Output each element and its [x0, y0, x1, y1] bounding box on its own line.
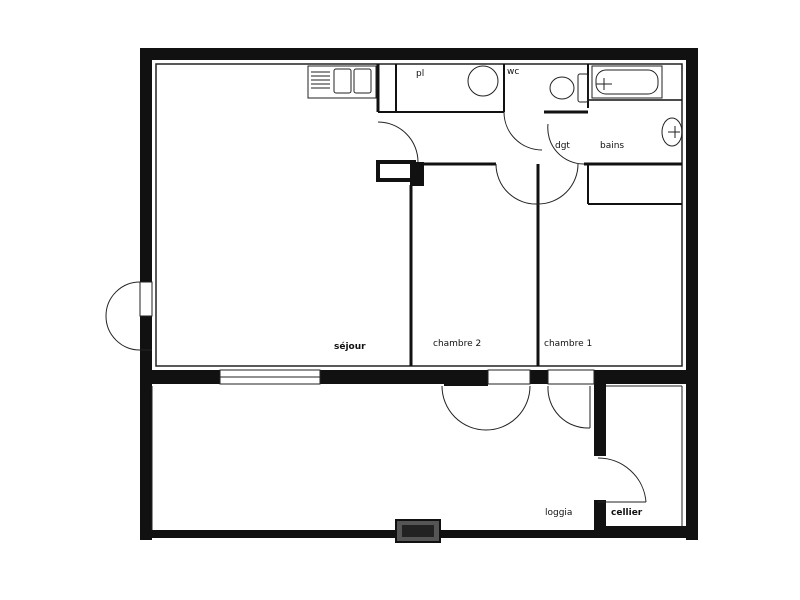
kitchen-sink: [307, 65, 377, 99]
room-label-pl: pl: [416, 69, 424, 79]
room-label-bains: bains: [600, 141, 624, 151]
bathtub: [591, 65, 663, 99]
door-swings: [377, 111, 647, 503]
room-label-cellier: cellier: [611, 508, 643, 518]
exterior-walls: [140, 48, 698, 540]
loggia-wall: [140, 370, 698, 538]
room-label-dgt: dgt: [555, 141, 570, 151]
room-label-loggia: loggia: [545, 508, 572, 518]
water-heater: [467, 65, 499, 97]
interior-walls: [376, 64, 682, 366]
room-label-chambre-2: chambre 2: [433, 339, 481, 349]
room-label-sejour: séjour: [334, 341, 366, 352]
room-label-chambre-1: chambre 1: [544, 339, 592, 349]
room-label-wc: wc: [507, 67, 519, 77]
entry-door: [105, 281, 153, 351]
toilet: [549, 73, 589, 103]
washbasin: [661, 117, 683, 147]
